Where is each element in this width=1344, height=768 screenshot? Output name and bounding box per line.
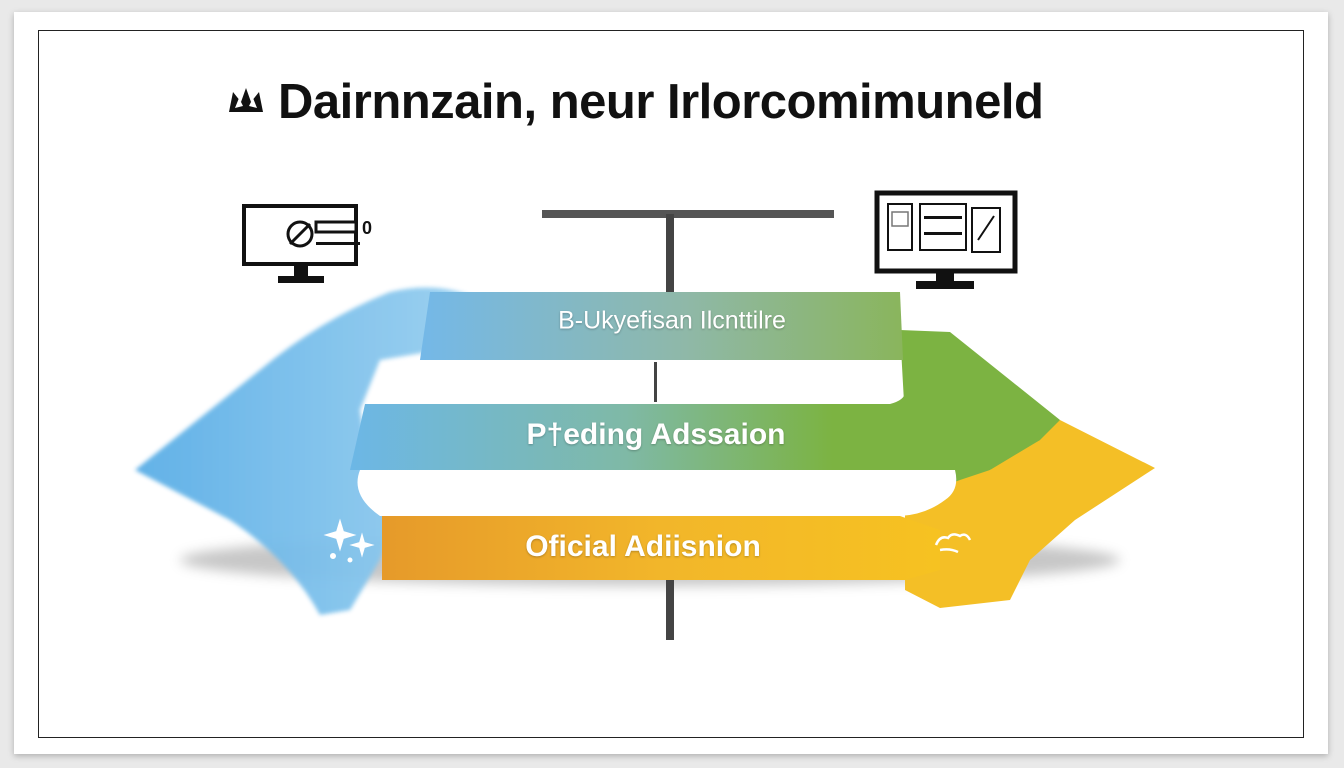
top-stage-label: B-Ukyefisan Ilcnttilre [558,306,786,335]
vertical-stem-bottom [666,580,674,640]
bottom-band [382,516,940,580]
middle-stage-label: P†eding Adssaion [526,418,786,451]
top-crossbar [542,210,834,218]
bottom-stage-label: Oficial Adiisnion [525,530,761,563]
top-band [420,292,903,360]
sparkle-icon [323,518,375,563]
left-arrow-shape [135,287,480,615]
gap-bottom [357,470,957,516]
page-title: Dairnnzain, neur Irlorcomimuneld [278,75,1044,129]
right-yellow-arrow [905,420,1155,608]
monitor-icon: 0 [242,204,372,283]
gap-top [370,360,898,404]
middle-band [350,392,1040,470]
sparkle-icon [934,533,972,554]
diagram-frame [38,30,1304,738]
title-row: Dairnnzain, neur Irlorcomimuneld [226,70,1236,134]
crown-icon [229,88,263,112]
monitor-icon [874,190,1018,289]
vertical-stem-mid [654,362,657,402]
svg-text:0: 0 [362,218,372,238]
vertical-stem-top [666,214,674,292]
